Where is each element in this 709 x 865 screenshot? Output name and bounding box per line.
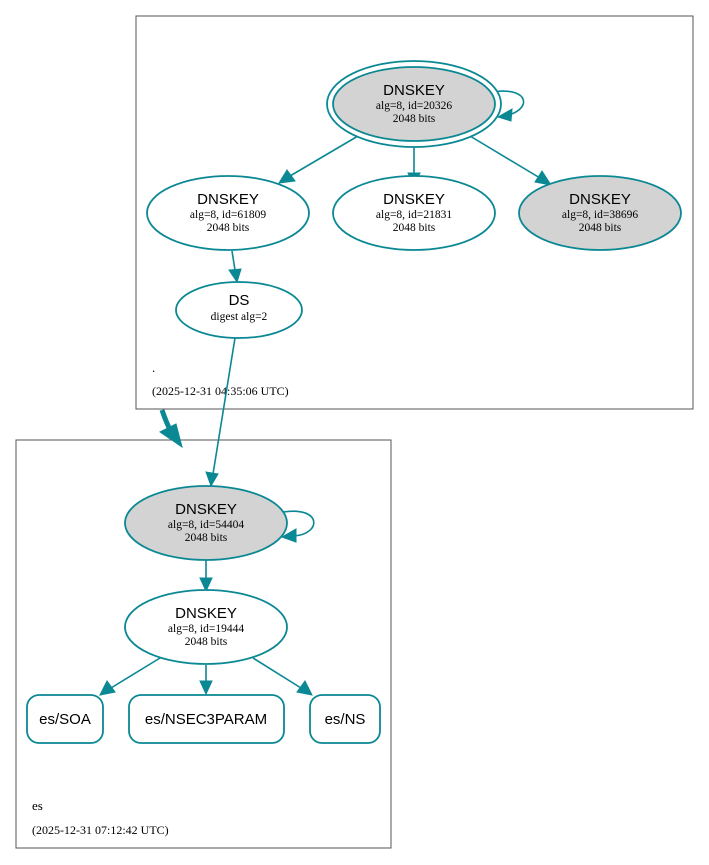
dnskey-node-61809-alg: alg=8, id=61809 [190, 209, 266, 221]
dnskey-node-21831-bits: 2048 bits [393, 222, 436, 234]
ds-node-title: DS [229, 292, 250, 309]
zone-es-timestamp: (2025-12-31 07:12:42 UTC) [32, 823, 169, 837]
edge-zsk-to-soa [110, 657, 161, 689]
edge-zsk-to-soa-arrow [99, 680, 116, 696]
dnskey-node-38696-alg: alg=8, id=38696 [562, 209, 638, 221]
rrset-nsec3param-label: es/NSEC3PARAM [145, 711, 267, 728]
zone-es-label: es [32, 798, 43, 813]
zone-root-label: . [152, 360, 155, 375]
dnskey-node-21831-alg: alg=8, id=21831 [376, 209, 452, 221]
dnskey-node-54404[interactable]: DNSKEY alg=8, id=54404 2048 bits [124, 485, 288, 561]
dnskey-node-20326-title: DNSKEY [383, 82, 445, 99]
dnskey-node-21831[interactable]: DNSKEY alg=8, id=21831 2048 bits [332, 175, 496, 251]
rrset-nsec3param[interactable]: es/NSEC3PARAM [128, 694, 285, 744]
dnskey-node-54404-alg: alg=8, id=54404 [168, 519, 244, 531]
rrset-soa-shape [26, 694, 104, 744]
dnskey-node-54404-bits: 2048 bits [185, 532, 228, 544]
dnskey-node-21831-title: DNSKEY [383, 191, 445, 208]
dnskey-node-20326-bits: 2048 bits [393, 113, 436, 125]
dnskey-node-38696[interactable]: DNSKEY alg=8, id=38696 2048 bits [518, 175, 682, 251]
dnskey-node-20326-alg: alg=8, id=20326 [376, 100, 452, 112]
rrset-ns[interactable]: es/NS [309, 694, 381, 744]
dnskey-node-38696-shape [518, 175, 682, 251]
edge-es-ksk-to-zsk-arrow [199, 577, 213, 593]
ds-node-shape [175, 281, 303, 339]
dnskey-node-19444-title: DNSKEY [175, 605, 237, 622]
dnskey-node-19444-alg: alg=8, id=19444 [168, 623, 244, 635]
dnskey-node-20326[interactable]: DNSKEY alg=8, id=20326 2048 bits [326, 60, 502, 148]
edge-zsk-to-ns [252, 657, 302, 689]
edge-delegation-arrow [159, 423, 183, 449]
dnskey-node-54404-shape [124, 485, 288, 561]
dnskey-node-21831-shape [332, 175, 496, 251]
edge-61809-to-ds [231, 250, 236, 271]
ds-node[interactable]: DS digest alg=2 [175, 281, 303, 339]
rrset-ns-shape [309, 694, 381, 744]
dnskey-node-38696-title: DNSKEY [569, 191, 631, 208]
edge-ksk-to-38696 [469, 135, 541, 179]
edge-zsk-to-ns-arrow [296, 680, 313, 696]
dnskey-node-61809-shape [146, 175, 310, 251]
edge-zsk-to-nsec3param-arrow [199, 680, 213, 696]
edge-ds-to-es-ksk-arrow [205, 471, 219, 488]
dnskey-node-54404-title: DNSKEY [175, 501, 237, 518]
dnskey-node-19444[interactable]: DNSKEY alg=8, id=19444 2048 bits [124, 589, 288, 665]
rrset-soa-label: es/SOA [39, 711, 91, 728]
edge-ksk-self-arrow [496, 108, 513, 122]
edge-ds-to-es-ksk [212, 337, 236, 475]
edge-61809-to-ds-arrow [228, 268, 242, 284]
edge-es-ksk-self [282, 510, 315, 537]
dnskey-node-19444-shape [124, 589, 288, 665]
dnskey-node-19444-bits: 2048 bits [185, 636, 228, 648]
rrset-nsec3param-shape [128, 694, 285, 744]
edge-ksk-to-61809 [289, 135, 359, 177]
edge-ksk-to-38696-arrow [534, 170, 553, 186]
rrset-ns-label: es/NS [325, 711, 366, 728]
dnskey-node-61809[interactable]: DNSKEY alg=8, id=61809 2048 bits [146, 175, 310, 251]
dnskey-node-61809-title: DNSKEY [197, 191, 259, 208]
dnskey-node-20326-shape [332, 66, 496, 142]
dnskey-node-61809-bits: 2048 bits [207, 222, 250, 234]
zone-root-timestamp: (2025-12-31 04:35:06 UTC) [152, 384, 289, 398]
edge-es-ksk-self-arrow [280, 528, 297, 543]
ds-node-digest: digest alg=2 [211, 311, 268, 323]
edge-ksk-to-61809-arrow [278, 169, 296, 184]
dnskey-node-38696-bits: 2048 bits [579, 222, 622, 234]
rrset-soa[interactable]: es/SOA [26, 694, 104, 744]
